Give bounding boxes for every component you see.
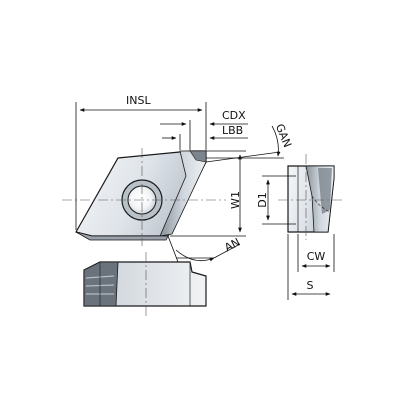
insert-side-view bbox=[287, 165, 335, 233]
dim-insl bbox=[75, 102, 207, 230]
cdx-label: CDX bbox=[222, 109, 246, 122]
dim-an bbox=[167, 235, 241, 263]
center-lines bbox=[62, 148, 342, 318]
dim-d1 bbox=[262, 175, 296, 225]
dim-s bbox=[287, 234, 331, 300]
dim-gan bbox=[205, 125, 284, 163]
cw-label: CW bbox=[307, 250, 326, 263]
dim-cw bbox=[297, 234, 335, 272]
dim-cdx bbox=[160, 120, 248, 150]
insert-bottom-view bbox=[83, 261, 207, 307]
w1-label: W1 bbox=[229, 191, 242, 209]
lbb-label: LBB bbox=[222, 124, 243, 137]
s-label: S bbox=[307, 279, 314, 292]
dim-w1 bbox=[170, 150, 246, 237]
dim-lbb bbox=[162, 134, 248, 150]
d1-label: D1 bbox=[256, 192, 269, 207]
insert-top-view bbox=[75, 150, 207, 241]
insl-label: INSL bbox=[126, 94, 151, 107]
